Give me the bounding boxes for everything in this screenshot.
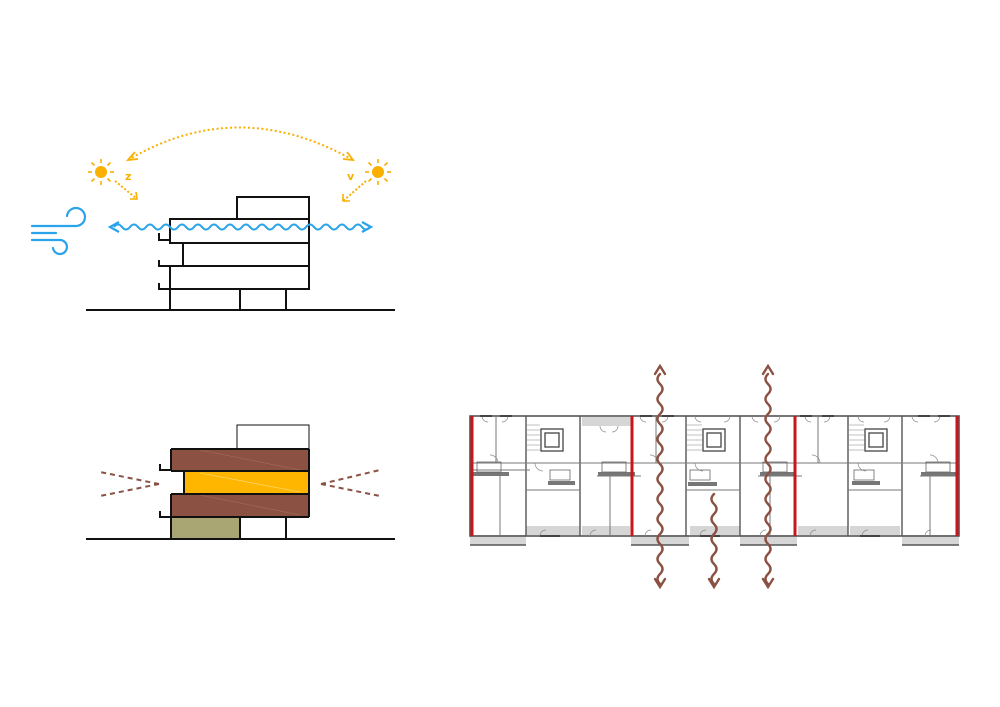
sun-arc-arrowhead-left — [125, 151, 139, 162]
dashed-view-lines-icon — [320, 469, 381, 497]
wind-arrowhead-left — [107, 221, 120, 233]
floor-plan — [469, 363, 960, 590]
sun-ray-west — [114, 180, 138, 200]
sun-ray-east-head — [342, 194, 350, 202]
sun-path-arc — [127, 126, 354, 161]
sun-icon — [88, 159, 114, 185]
views-section — [86, 424, 395, 540]
wind-icon — [30, 206, 87, 256]
ground-floor — [171, 517, 240, 538]
floor-highlight — [184, 471, 309, 494]
sun-wind-section: z v — [30, 126, 395, 311]
floor-dark-upper — [171, 449, 309, 471]
sun-label-east: v — [347, 170, 355, 183]
sun-icon — [365, 159, 391, 185]
wind-arrowhead-right — [361, 221, 374, 233]
sun-ray-east — [342, 180, 367, 202]
wavy-double-arrow-icon — [113, 223, 371, 231]
building-section-top — [86, 196, 395, 311]
wavy-double-arrow-icon — [764, 372, 772, 586]
sun-arc-arrowhead-right — [342, 151, 355, 162]
dashed-view-lines-icon — [99, 471, 160, 497]
wavy-arrow-down-icon — [710, 492, 718, 586]
sun-label-west: z — [125, 170, 131, 183]
penthouse-outline — [236, 424, 310, 450]
end-wall-lines — [470, 416, 959, 536]
sun-ray-west-head — [130, 191, 138, 200]
floor-dark-lower — [171, 494, 309, 517]
wavy-double-arrow-icon — [656, 372, 664, 586]
